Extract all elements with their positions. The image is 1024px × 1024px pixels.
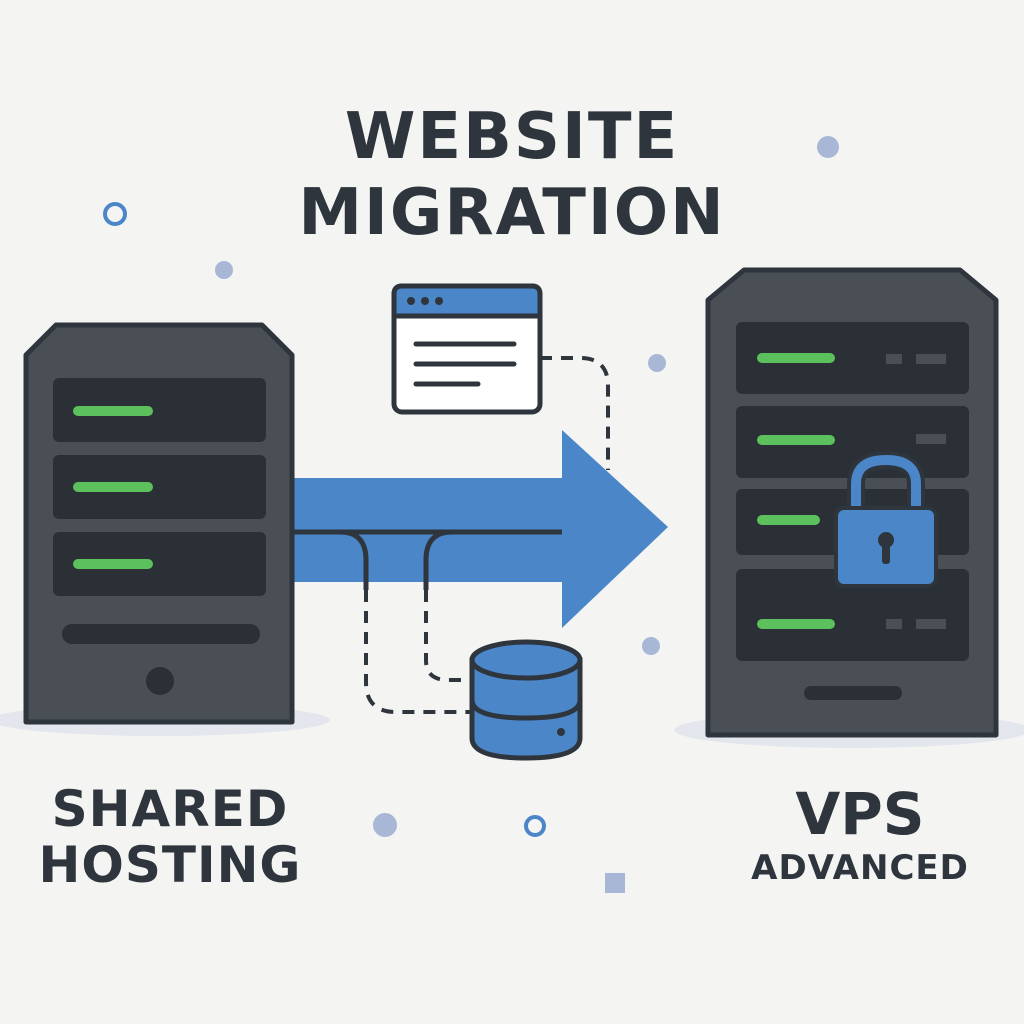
title-line-1: WEBSITE: [344, 100, 680, 174]
destination-label-line-1: VPS: [795, 780, 925, 848]
source-label-line-1: SHARED: [51, 780, 289, 838]
source-label-line-2: HOSTING: [38, 836, 302, 894]
decorative-dots: [103, 136, 839, 893]
browser-window-icon: [391, 283, 543, 415]
destination-label-line-2: ADVANCED: [751, 848, 969, 888]
database-icon: [469, 639, 583, 761]
shared-hosting-server-icon: [23, 322, 295, 725]
padlock-icon: [834, 450, 938, 588]
title-line-2: MIGRATION: [298, 176, 726, 250]
arrow-right-icon: [290, 430, 668, 628]
